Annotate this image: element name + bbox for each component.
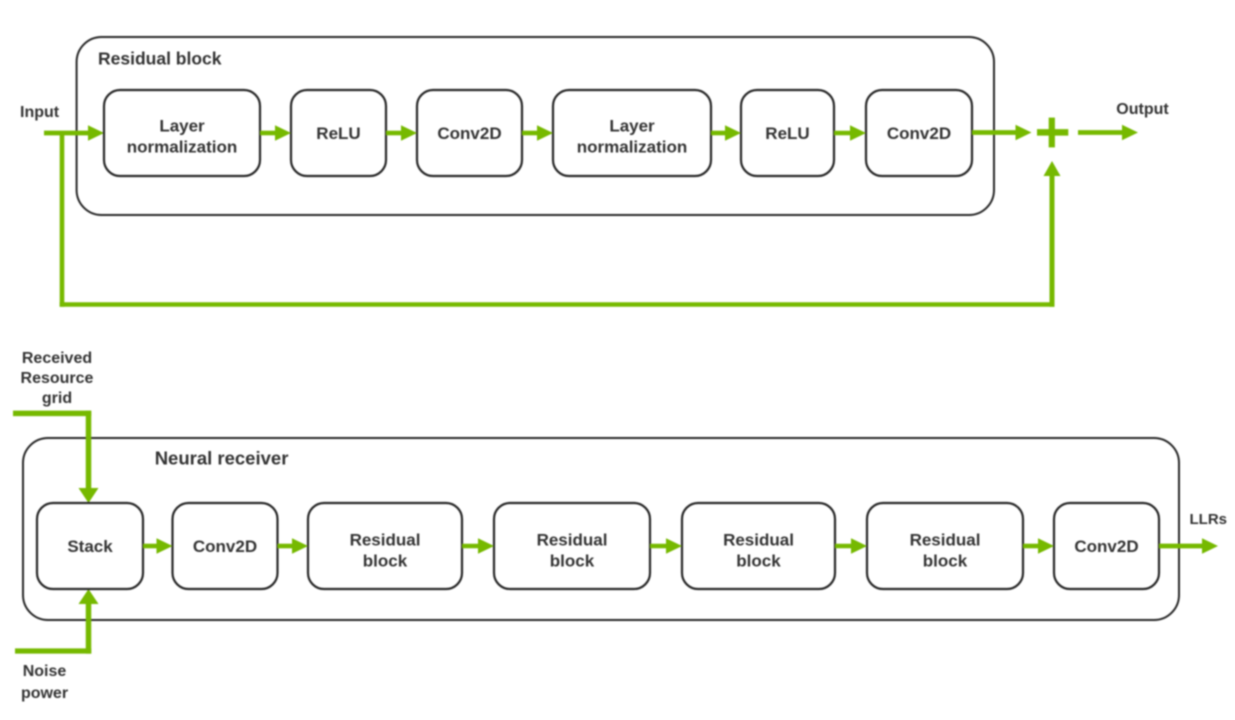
svg-text:Conv2D: Conv2D [193, 537, 257, 556]
svg-text:normalization: normalization [577, 138, 688, 157]
svg-text:ReLU: ReLU [765, 124, 809, 143]
svg-text:Received: Received [22, 350, 92, 367]
svg-text:Noise: Noise [23, 663, 67, 680]
svg-text:block: block [736, 552, 781, 571]
svg-text:Conv2D: Conv2D [887, 124, 951, 143]
svg-text:grid: grid [42, 390, 72, 407]
svg-text:Residual: Residual [910, 531, 981, 550]
svg-text:block: block [363, 552, 408, 571]
svg-text:block: block [550, 552, 595, 571]
svg-text:Input: Input [20, 104, 60, 121]
svg-text:Residual block: Residual block [98, 49, 222, 69]
svg-text:block: block [923, 552, 968, 571]
svg-text:Stack: Stack [67, 537, 113, 556]
svg-text:Residual: Residual [723, 531, 794, 550]
svg-text:ReLU: ReLU [316, 124, 360, 143]
svg-text:Layer: Layer [609, 117, 655, 136]
svg-text:Neural receiver: Neural receiver [155, 448, 289, 469]
svg-text:Residual: Residual [537, 531, 608, 550]
svg-text:Layer: Layer [159, 117, 205, 136]
svg-text:LLRs: LLRs [1190, 511, 1228, 528]
svg-text:power: power [21, 685, 68, 702]
svg-text:Output: Output [1116, 101, 1169, 118]
svg-text:Residual: Residual [350, 531, 421, 550]
svg-text:Resource: Resource [21, 370, 94, 387]
svg-text:Conv2D: Conv2D [1074, 537, 1138, 556]
svg-text:Conv2D: Conv2D [437, 124, 501, 143]
svg-text:normalization: normalization [127, 138, 238, 157]
